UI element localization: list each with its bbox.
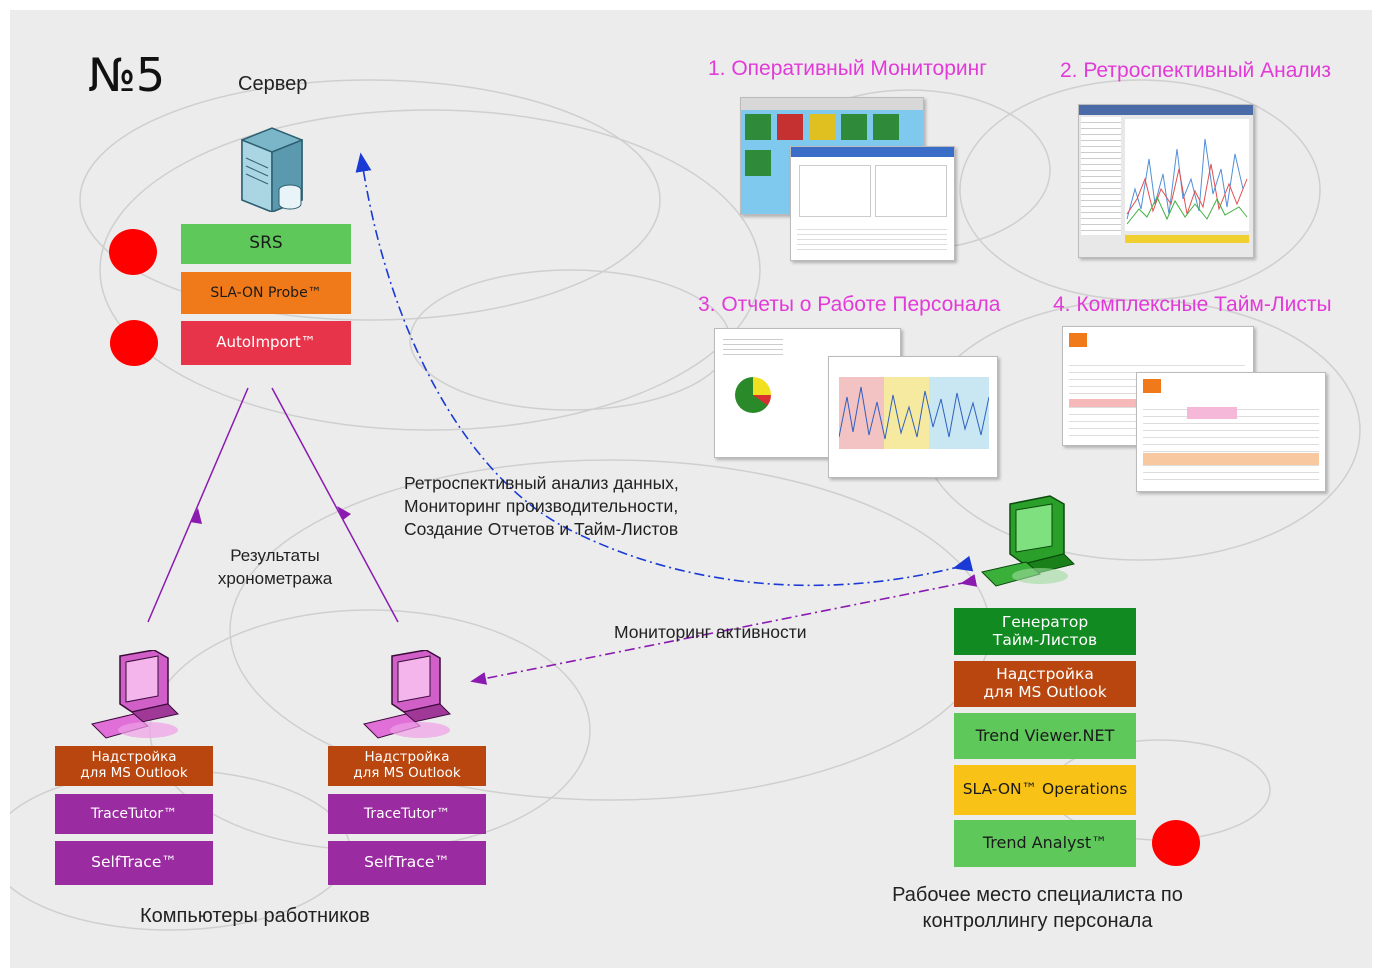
autoimport-box: AutoImport™ xyxy=(181,321,351,365)
monitoring-label: Мониторинг активности xyxy=(614,622,807,642)
retro-label-line-1: Ретроспективный анализ данных, xyxy=(404,473,679,493)
server-icon xyxy=(241,127,303,212)
diagram-canvas: №5 Сервер SRS SLA-ON Probe™ AutoImport™ … xyxy=(10,10,1372,968)
selftrace-box-worker-1: SelfTrace™ xyxy=(55,841,213,885)
retrospective-mini-chart xyxy=(1125,119,1249,231)
sla-on-probe-box: SLA-ON Probe™ xyxy=(181,272,351,314)
retro-label-line-2: Мониторинг производительности, xyxy=(404,496,679,516)
workstation-label: Рабочее место специалиста по контроллинг… xyxy=(860,882,1215,934)
outlook-addin-box-worker-2: Надстройка для MS Outlook xyxy=(328,746,486,786)
feature-label-1: 1. Оперативный Мониторинг xyxy=(708,57,987,80)
screenshot-reports-front xyxy=(828,356,998,478)
workstation-computer-icon xyxy=(981,495,1075,587)
trend-viewer-box: Trend Viewer.NET xyxy=(954,713,1136,759)
screenshot-timesheets-front xyxy=(1136,372,1326,492)
results-label: Результаты хронометража xyxy=(215,544,335,590)
server-label: Сервер xyxy=(238,73,308,95)
screenshot-monitoring-front xyxy=(790,146,955,261)
retro-label-line-3: Создание Отчетов и Тайм-Листов xyxy=(404,519,679,539)
feature-label-2: 2. Ретроспективный Анализ xyxy=(1060,59,1332,82)
selftrace-box-worker-2: SelfTrace™ xyxy=(328,841,486,885)
tracetutor-box-worker-2: TraceTutor™ xyxy=(328,794,486,834)
trend-analyst-box: Trend Analyst™ xyxy=(954,820,1136,867)
tracetutor-box-worker-1: TraceTutor™ xyxy=(55,794,213,834)
results-label-line-2: хронометража xyxy=(217,569,333,588)
feature-label-3: 3. Отчеты о Работе Персонала xyxy=(698,293,1001,316)
outlook-addin-box-workstation: Надстройка для MS Outlook xyxy=(954,661,1136,707)
workers-label: Компьютеры работников xyxy=(140,905,370,927)
workstation-label-line-1: Рабочее место специалиста по xyxy=(892,884,1183,906)
marker-dot-trend-analyst xyxy=(1152,820,1200,866)
worker-computer-icon-1 xyxy=(91,650,179,739)
workstation-label-line-2: контроллингу персонала xyxy=(922,910,1153,932)
outlook-addin-box-worker-1: Надстройка для MS Outlook xyxy=(55,746,213,786)
flow-arrows xyxy=(147,152,978,685)
srs-box: SRS xyxy=(181,224,351,264)
feature-label-4: 4. Комплексные Тайм-Листы xyxy=(1053,293,1332,316)
timesheet-generator-box: Генератор Тайм-Листов xyxy=(954,608,1136,655)
page-title: №5 xyxy=(88,48,166,102)
marker-dot-srs xyxy=(109,229,157,275)
worker-computer-icon-2 xyxy=(363,650,451,739)
sla-on-operations-box: SLA-ON™ Operations xyxy=(954,765,1136,815)
retro-label: Ретроспективный анализ данных, Мониторин… xyxy=(404,472,679,541)
reports-mini-chart xyxy=(839,386,989,440)
marker-dot-autoimport xyxy=(110,320,158,366)
screenshot-retrospective xyxy=(1078,104,1254,258)
results-label-line-1: Результаты xyxy=(230,546,320,565)
